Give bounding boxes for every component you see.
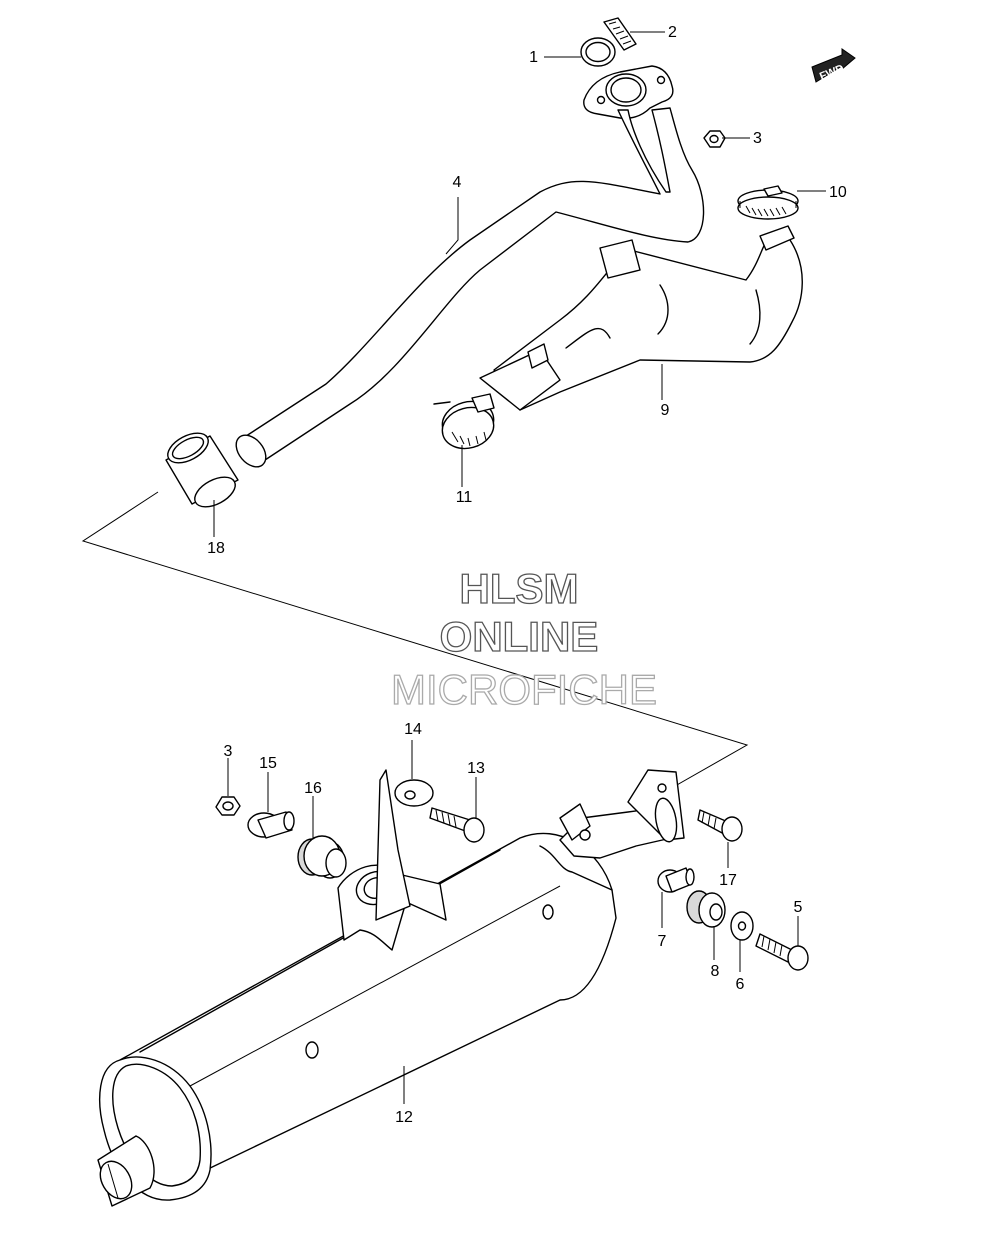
forward-direction-arrow-icon: FWD [811, 48, 856, 83]
callout-1: 1 [529, 49, 538, 66]
callout-labels: 1 2 3 4 10 9 11 18 3 15 16 14 13 17 5 7 … [207, 24, 847, 1126]
nut-top [703, 130, 726, 148]
watermark-line1: HLSM [460, 565, 579, 612]
callout-17: 17 [719, 872, 737, 889]
callout-11: 11 [456, 489, 473, 506]
watermark-line3: MICROFICHE [391, 666, 657, 713]
callout-15: 15 [259, 755, 277, 772]
rubber-grommet-left [297, 835, 347, 879]
gasket-ring [580, 37, 616, 67]
collar-right [657, 867, 695, 893]
callout-13: 13 [467, 760, 485, 777]
rubber-grommet-right [686, 890, 726, 928]
callout-8: 8 [711, 963, 720, 980]
stud-bolt [603, 17, 637, 51]
collar-left [247, 811, 295, 839]
watermark-line2: ONLINE [440, 613, 599, 660]
callout-3-lower: 3 [224, 743, 233, 760]
callout-5: 5 [794, 899, 803, 916]
pipe-joint-sleeve [165, 432, 239, 508]
nut-lower [215, 796, 241, 816]
bolt-middle [429, 807, 485, 843]
callout-16: 16 [304, 780, 322, 797]
callout-9: 9 [661, 402, 670, 419]
callout-2: 2 [668, 24, 677, 41]
callout-10: 10 [829, 184, 847, 201]
callout-12: 12 [395, 1109, 413, 1126]
assembly-connector-line [81, 491, 749, 807]
connector-pipe-heat-shield [479, 225, 803, 411]
callout-18: 18 [207, 540, 225, 557]
bolt-rear-lower [755, 933, 809, 971]
watermark: HLSM ONLINE MICROFICHE [390, 564, 657, 713]
callout-3-upper: 3 [753, 130, 762, 147]
exhaust-pipe [235, 65, 705, 468]
leader-lines [213, 31, 826, 1104]
muffler [97, 769, 685, 1207]
callout-7: 7 [658, 933, 667, 950]
washer-small [730, 911, 754, 941]
hose-clamp-lower [433, 393, 495, 450]
washer-large [394, 779, 434, 807]
hose-clamp-upper [737, 185, 799, 220]
callout-14: 14 [404, 721, 422, 738]
bolt-rear-upper [697, 809, 743, 842]
callout-6: 6 [736, 976, 745, 993]
callout-4: 4 [453, 174, 462, 191]
